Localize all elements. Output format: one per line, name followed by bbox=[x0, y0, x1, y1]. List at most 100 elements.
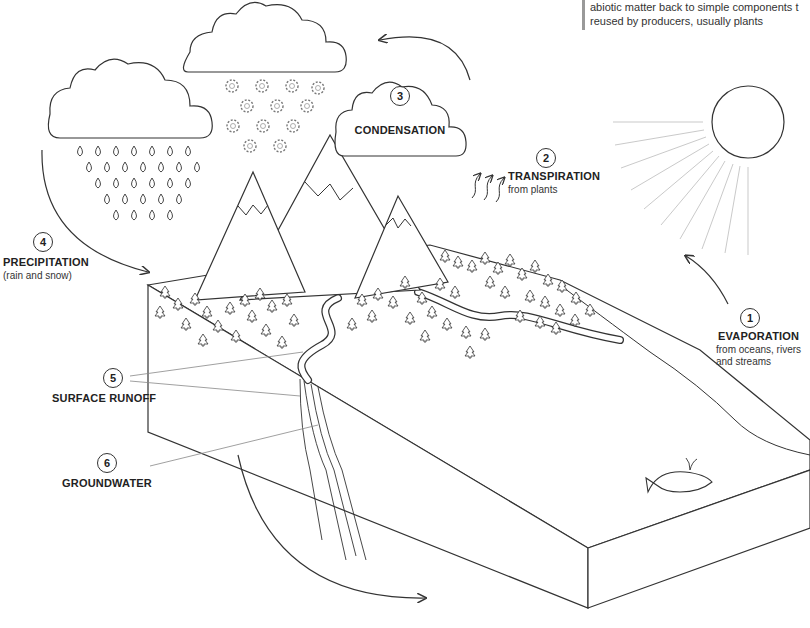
tree-symbol bbox=[585, 304, 595, 316]
river-water bbox=[418, 292, 620, 340]
tree-symbol bbox=[405, 312, 415, 324]
callout-number-text: 5 bbox=[110, 373, 116, 384]
process-name: CONDENSATION bbox=[355, 124, 446, 136]
tree-symbol bbox=[517, 268, 527, 280]
snowflake-symbol bbox=[227, 120, 239, 132]
tree-symbol bbox=[467, 260, 477, 272]
land-cross-section bbox=[148, 285, 588, 608]
groundwater-channels bbox=[300, 379, 366, 560]
raindrop-symbol bbox=[78, 146, 83, 156]
condensation-cloud: CONDENSATION 3 bbox=[332, 74, 468, 158]
tree-symbol bbox=[427, 306, 437, 318]
mountain bbox=[355, 196, 448, 298]
tree-symbol bbox=[155, 306, 165, 318]
tree-symbol bbox=[557, 280, 567, 292]
tree-symbol bbox=[435, 278, 445, 290]
tree-symbol bbox=[551, 322, 561, 334]
raindrop-symbol bbox=[141, 162, 146, 172]
tree-symbol bbox=[347, 318, 357, 330]
mountain bbox=[195, 172, 305, 300]
raindrop-symbol bbox=[105, 194, 110, 204]
snowflake-symbol bbox=[257, 120, 269, 132]
raindrop-symbol bbox=[186, 146, 191, 156]
raindrop-symbol bbox=[168, 178, 173, 188]
callout-number: 4 bbox=[33, 232, 53, 252]
cloud-movement-arrow bbox=[380, 37, 470, 80]
leader-line bbox=[130, 352, 303, 376]
raindrop-symbol bbox=[177, 162, 182, 172]
process-name: GROUNDWATER bbox=[62, 477, 152, 490]
forest bbox=[155, 250, 595, 358]
tree-symbol bbox=[453, 256, 463, 268]
raindrop-symbol bbox=[123, 162, 128, 172]
ocean-cross-section bbox=[588, 470, 810, 608]
transpiration-arrow bbox=[496, 178, 504, 202]
sun-ray bbox=[631, 144, 709, 190]
snowflake-symbol bbox=[301, 100, 313, 112]
tree-symbol bbox=[160, 286, 170, 298]
sun-ray bbox=[661, 156, 719, 225]
tree-symbol bbox=[480, 252, 490, 264]
callout-number-text: 4 bbox=[40, 237, 46, 248]
callout-number-text: 6 bbox=[104, 458, 110, 469]
raindrop-symbol bbox=[195, 162, 200, 172]
tree-symbol bbox=[417, 292, 427, 304]
sun-ray bbox=[644, 151, 713, 209]
sun-ray bbox=[702, 164, 733, 249]
process-note: (rain and snow) bbox=[3, 270, 72, 282]
evaporation-arrow bbox=[686, 256, 728, 304]
transpiration-arrows bbox=[472, 174, 504, 202]
snow-cap bbox=[238, 205, 268, 215]
raindrop-symbol bbox=[105, 162, 110, 172]
leader-line bbox=[150, 425, 318, 466]
snowfall bbox=[226, 80, 324, 152]
tree-symbol bbox=[442, 318, 452, 330]
river-bank bbox=[301, 298, 338, 380]
tree-symbol bbox=[400, 276, 410, 288]
raindrop-symbol bbox=[87, 162, 92, 172]
raindrop-symbol bbox=[96, 178, 101, 188]
snowflake-symbol bbox=[274, 140, 286, 152]
raindrop-symbol bbox=[186, 178, 191, 188]
tree-symbol bbox=[500, 286, 510, 298]
precipitation-arrow bbox=[42, 150, 148, 272]
leader-lines bbox=[130, 352, 318, 466]
snowflake-symbol bbox=[286, 80, 298, 92]
tree-symbol bbox=[485, 276, 495, 288]
tree-symbol bbox=[373, 288, 383, 300]
snowflake-symbol bbox=[287, 120, 299, 132]
callout-number-text: 3 bbox=[397, 91, 403, 102]
raindrop-symbol bbox=[132, 178, 137, 188]
process-name: TRANSPIRATION bbox=[508, 170, 600, 183]
raindrop-symbol bbox=[132, 146, 137, 156]
river-water bbox=[301, 298, 338, 380]
note-text: reused by producers, usually plants bbox=[590, 15, 763, 28]
snowflake-symbol bbox=[312, 82, 324, 94]
tree-symbol bbox=[555, 304, 565, 316]
whale bbox=[646, 458, 712, 492]
raindrop-symbol bbox=[150, 146, 155, 156]
tree-symbol bbox=[255, 288, 265, 300]
tree-symbol bbox=[420, 330, 430, 342]
tree-symbol bbox=[277, 336, 287, 348]
tree-symbol bbox=[181, 318, 191, 330]
raindrop-symbol bbox=[159, 162, 164, 172]
tree-symbol bbox=[505, 254, 515, 266]
tree-symbol bbox=[357, 294, 367, 306]
tree-symbol bbox=[525, 290, 535, 302]
callout-number: 3 bbox=[390, 86, 410, 106]
tree-symbol bbox=[198, 334, 208, 346]
snowflake-symbol bbox=[256, 80, 268, 92]
tree-symbol bbox=[282, 294, 292, 306]
raindrop-symbol bbox=[132, 210, 137, 220]
raindrop-symbol bbox=[114, 178, 119, 188]
shoreline bbox=[560, 285, 810, 455]
groundwater-channel bbox=[311, 384, 356, 556]
snowflake-symbol bbox=[241, 100, 253, 112]
whale-body bbox=[646, 472, 712, 492]
rain-cloud bbox=[48, 59, 212, 138]
raindrop-symbol bbox=[159, 194, 164, 204]
raindrop-symbol bbox=[114, 210, 119, 220]
tree-symbol bbox=[540, 296, 550, 308]
